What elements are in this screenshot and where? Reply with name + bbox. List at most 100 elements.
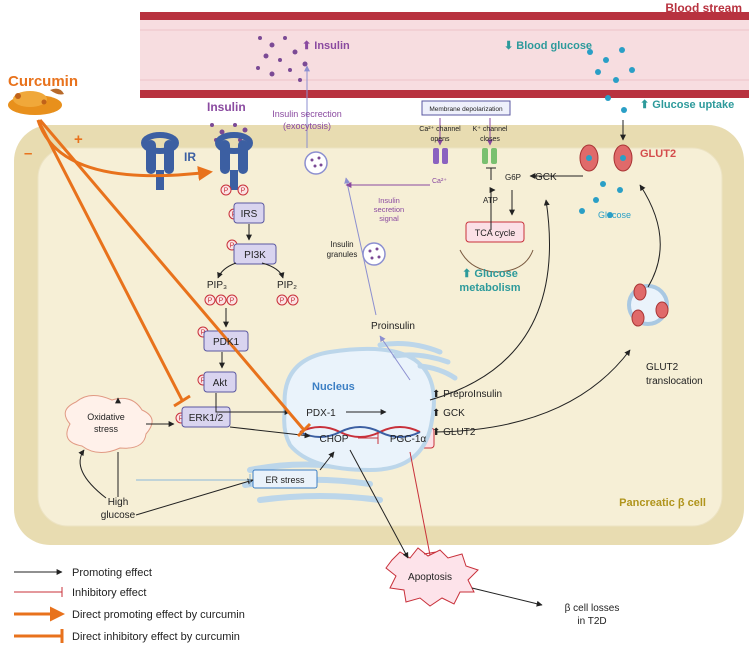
membrane-depol-box xyxy=(421,100,511,116)
apoptosis-label: Apoptosis xyxy=(408,572,452,583)
akt-label: Akt xyxy=(213,378,228,389)
tca-cycle-circle xyxy=(459,249,534,273)
er-stress-label: ER stress xyxy=(265,475,305,485)
tca-cycle-box xyxy=(465,221,525,243)
legend-direct-promoting-label: Direct promoting effect by curcumin xyxy=(72,609,245,621)
insulin-label: Insulin xyxy=(207,100,246,114)
k-channel-label-1: K⁺ channel xyxy=(473,126,508,133)
pip2-label: PIP₂ xyxy=(277,280,297,291)
phospho-label: P xyxy=(179,416,184,423)
membrane-depol-label: Membrane depolarization xyxy=(429,106,503,113)
blood-insulin-dots xyxy=(256,36,308,82)
pdx1-label: PDX-1 xyxy=(306,408,336,419)
golgi-apparatus xyxy=(377,341,458,381)
nucleus xyxy=(282,346,436,473)
curcumin-plus-sign: + xyxy=(74,131,83,148)
legend xyxy=(14,569,65,643)
glucose-metab-label-1: ⬆ Glucose xyxy=(462,268,518,280)
phospho-label: P xyxy=(230,243,235,250)
curcumin-label: Curcumin xyxy=(8,73,78,90)
granule-content-dots xyxy=(310,156,381,260)
tca-cycle-label: TCA cycle xyxy=(475,228,516,238)
oxidative-label-2: stress xyxy=(94,424,119,434)
insulin-up-label: ⬆ Insulin xyxy=(302,40,350,52)
insulin-granules-label-2: granules xyxy=(327,250,358,259)
glut2-gene-label: ⬆ GLUT2 xyxy=(432,427,476,438)
pancreatic-cell-label: Pancreatic β cell xyxy=(619,497,706,509)
phospho-label: P xyxy=(208,298,213,305)
phospho-label: P xyxy=(201,330,206,337)
beta-loss-label-1: β cell losses xyxy=(565,603,620,614)
oxidative-label-1: Oxidative xyxy=(87,412,125,422)
ca-ion-label: Ca²⁺ xyxy=(432,178,447,185)
phospho-label: P xyxy=(219,298,224,305)
inhibitory-lines xyxy=(358,432,437,556)
secretion-signal-label-2: secretion xyxy=(374,205,404,214)
gck-gene-label: ⬆ GCK xyxy=(432,408,465,419)
intracellular-glucose-dots xyxy=(579,181,623,218)
high-glucose-label-2: glucose xyxy=(101,510,136,521)
high-glucose-label-1: High xyxy=(108,497,129,508)
secretion-signal-label-1: Insulin xyxy=(378,196,400,205)
er-stress-inhibit xyxy=(136,474,251,486)
curcumin-effect-arrows xyxy=(36,119,312,438)
erk-label: ERK1/2 xyxy=(189,413,224,424)
beta-loss-label-2: in T2D xyxy=(577,616,606,627)
curcumin-powder-icon xyxy=(8,88,64,115)
ca-channel-label-1: Ca²⁺ channel xyxy=(419,126,461,133)
chop-label: CHOP xyxy=(320,434,349,445)
phospho-label: P xyxy=(241,188,246,195)
legend-inhibitory-label: Inhibitory effect xyxy=(72,587,146,599)
dna-helix-icon xyxy=(299,426,421,438)
phospho-label: P xyxy=(291,298,296,305)
glut2-transporter-icon xyxy=(579,144,633,172)
glucose-label: Glucose xyxy=(598,210,631,220)
blood-glucose-label: ⬇ Blood glucose xyxy=(504,40,592,52)
glut2-transloc-label-2: translocation xyxy=(646,376,703,387)
proinsulin-label: Proinsulin xyxy=(371,321,415,332)
insulin-granules-label-1: Insulin xyxy=(330,240,353,249)
purple-arrows xyxy=(345,118,493,188)
blood-vessel xyxy=(140,12,749,98)
pip3-label: PIP₃ xyxy=(207,280,227,291)
irs-label: IRS xyxy=(241,209,258,220)
pi3k-label: PI3K xyxy=(244,250,266,261)
insulin-dots-extracellular xyxy=(210,123,248,142)
signaling-boxes xyxy=(181,202,277,428)
phospho-label: P xyxy=(280,298,285,305)
curcumin-minus-sign: – xyxy=(24,145,32,162)
oxidative-stress-cloud xyxy=(64,395,153,453)
k-channel-icon xyxy=(482,148,497,164)
glut2-top-label: GLUT2 xyxy=(640,148,676,160)
nucleus-label: Nucleus xyxy=(312,381,355,393)
phospho-label: P xyxy=(224,188,229,195)
glucose-uptake-label: ⬆ Glucose uptake xyxy=(640,99,734,111)
k-channel-label-2: closes xyxy=(480,136,500,143)
legend-direct-inhibitory-label: Direct inhibitory effect by curcumin xyxy=(72,631,240,643)
blood-stream-label: Blood stream xyxy=(665,1,742,15)
ca-channel-icon xyxy=(433,148,448,164)
promoting-arrows xyxy=(78,120,661,607)
secretion-signal-label-3: signal xyxy=(379,214,399,223)
insulin-secretion-label-2: (exocytosis) xyxy=(283,121,331,131)
phospho-label: P xyxy=(230,298,235,305)
ir-label: IR xyxy=(184,150,196,164)
atp-label: ATP xyxy=(483,196,498,205)
ca-channel-label-2: opens xyxy=(430,136,450,143)
pdk1-label: PDK1 xyxy=(213,337,240,348)
insulin-secretion-label-1: Insulin secrection xyxy=(272,109,342,119)
blood-glucose-dots xyxy=(587,47,635,113)
preproinsulin-label: ⬆ PreproInsulin xyxy=(432,389,502,400)
g6p-label: G6P xyxy=(505,173,521,182)
atp-k-channel-inhibit xyxy=(486,167,496,180)
gck-top-label: GCK xyxy=(535,172,557,183)
insulin-receptor-inactive-icon xyxy=(141,132,179,190)
glut2-vesicle-icon xyxy=(627,283,669,327)
insulin-receptor-active-icon xyxy=(215,132,253,190)
lavender-arrows xyxy=(304,65,411,381)
pgc-label: PGC-1α xyxy=(390,434,427,445)
phospho-label: P xyxy=(201,378,206,385)
legend-promoting-label: Promoting effect xyxy=(72,567,152,579)
glut2-transloc-label-1: GLUT2 xyxy=(646,362,679,373)
